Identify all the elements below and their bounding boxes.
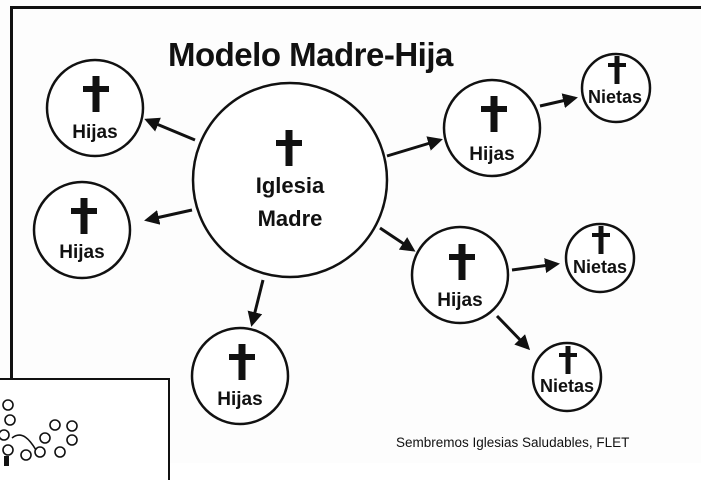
daughter-node-top-left: Hijas [45, 58, 145, 158]
arrow-to-daughter-top-left [144, 117, 196, 142]
granddaughter-label: Nietas [573, 257, 627, 277]
granddaughter-label: Nietas [540, 376, 594, 396]
daughter-label: Hijas [72, 122, 117, 143]
daughter-label: Hijas [217, 389, 262, 410]
daughter-node-bottom: Hijas [190, 326, 290, 426]
mother-label-line2: Madre [258, 206, 323, 231]
daughter-label: Hijas [59, 242, 104, 263]
arrow-to-daughter-top-right [386, 136, 443, 158]
daughter-node-top-right: Hijas [442, 78, 542, 178]
arrow-to-daughter-bottom [247, 279, 265, 327]
arrow-to-granddaughter-1 [539, 93, 578, 108]
diagram-canvas: Modelo Madre-Hija [0, 6, 701, 480]
diagram-arrows [144, 93, 578, 351]
slide-frame [10, 6, 701, 476]
arrow-to-daughter-left [144, 208, 193, 225]
arrow-to-daughter-right [379, 226, 416, 252]
daughter-label: Hijas [437, 290, 482, 311]
granddaughter-node-1: Nietas [580, 52, 652, 124]
mother-label-line1: Iglesia [256, 173, 325, 198]
diagram-title: Modelo Madre-Hija [168, 36, 453, 73]
daughter-node-right: Hijas [410, 225, 510, 325]
credit-line: Sembremos Iglesias Saludables, FLET [396, 435, 630, 450]
arrow-to-granddaughter-3 [495, 314, 531, 351]
mother-church-node: Iglesia Madre [191, 81, 389, 279]
arrow-to-granddaughter-2 [511, 258, 560, 274]
granddaughter-node-2: Nietas [564, 222, 636, 294]
daughter-label: Hijas [469, 144, 514, 165]
diagram-graph: Iglesia Madre Hijas Hijas Hijas Hijas [32, 52, 652, 426]
daughter-node-left: Hijas [32, 180, 132, 280]
granddaughter-node-3: Nietas [531, 341, 603, 413]
bubbles-thumbnail-icon [0, 399, 78, 466]
granddaughter-label: Nietas [588, 87, 642, 107]
